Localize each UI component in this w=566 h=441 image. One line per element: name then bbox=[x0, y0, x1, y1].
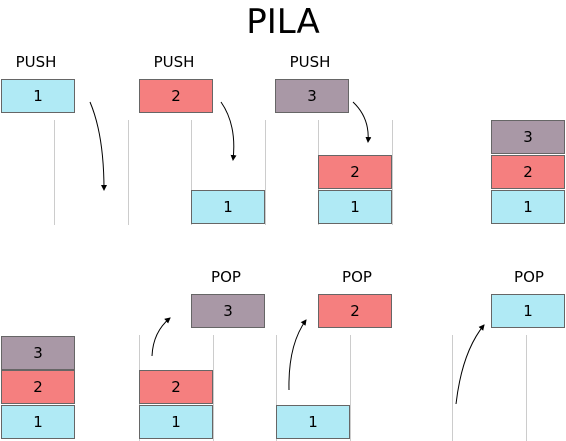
push-arrow-3 bbox=[352, 101, 372, 143]
push-label-1: PUSH bbox=[15, 53, 57, 71]
stack-item-1: 1 bbox=[139, 405, 213, 439]
stack-item-2: 2 bbox=[491, 155, 565, 189]
popped-item-2: 2 bbox=[318, 294, 392, 328]
stack-item-3: 3 bbox=[1, 336, 75, 370]
stack-item-1: 1 bbox=[491, 190, 565, 224]
pop-label-1: POP bbox=[211, 268, 241, 286]
stack-wall-right bbox=[526, 335, 527, 441]
pushed-item-1: 1 bbox=[1, 79, 75, 113]
stack-item-1: 1 bbox=[276, 405, 350, 439]
popped-item-1: 1 bbox=[491, 294, 565, 328]
pop-arrow-2 bbox=[288, 319, 307, 391]
stack-wall-right bbox=[392, 120, 393, 225]
stack-item-1: 1 bbox=[318, 190, 392, 224]
stack-wall-right bbox=[350, 335, 351, 441]
stack-item-2: 2 bbox=[139, 370, 213, 404]
stack-wall-left bbox=[452, 335, 453, 441]
push-label-3: PUSH bbox=[289, 53, 331, 71]
stack-wall-right bbox=[265, 120, 266, 225]
stack-wall-right bbox=[213, 335, 214, 441]
pushed-item-3: 3 bbox=[275, 79, 349, 113]
stack-item-1: 1 bbox=[191, 190, 265, 224]
stack-wall-left bbox=[54, 120, 55, 225]
push-arrow-2 bbox=[220, 101, 237, 161]
pushed-item-2: 2 bbox=[139, 79, 213, 113]
push-label-2: PUSH bbox=[153, 53, 195, 71]
stack-wall-left bbox=[191, 120, 192, 225]
stack-wall-right bbox=[128, 120, 129, 225]
pop-label-3: POP bbox=[514, 268, 544, 286]
stack-wall-left bbox=[276, 335, 277, 441]
stack-item-3: 3 bbox=[491, 120, 565, 154]
pop-arrow-3 bbox=[455, 324, 485, 405]
stack-item-1: 1 bbox=[1, 405, 75, 439]
popped-item-3: 3 bbox=[191, 294, 265, 328]
stack-item-2: 2 bbox=[1, 370, 75, 404]
diagram-title: PILA bbox=[246, 2, 320, 42]
push-arrow-1 bbox=[89, 101, 107, 191]
pop-arrow-1 bbox=[151, 317, 171, 357]
stack-item-2: 2 bbox=[318, 155, 392, 189]
pop-label-2: POP bbox=[342, 268, 372, 286]
